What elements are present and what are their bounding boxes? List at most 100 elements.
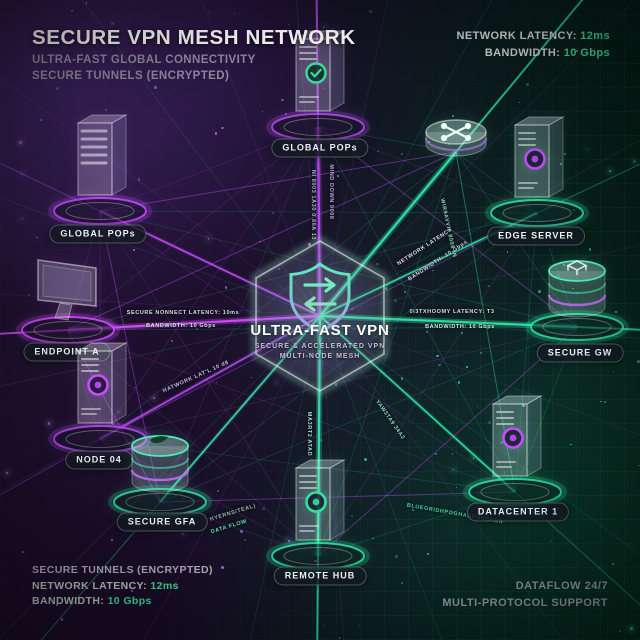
star-dot [451, 453, 453, 455]
star-dot [207, 237, 210, 240]
mesh-chord-line [99, 438, 319, 557]
hub-ray-line [81, 0, 321, 317]
status-ring-badge-icon [524, 148, 546, 170]
star-dot [427, 553, 430, 556]
star-dot [436, 355, 439, 358]
mesh-chord-line [159, 501, 319, 557]
star-dot [274, 27, 276, 29]
star-dot [535, 32, 538, 35]
star-dot [395, 555, 398, 558]
node-global-pops-left [40, 83, 160, 233]
stats-top-right: NETWORK LATENCY: 12ms BANDWIDTH: 10 Gbps [457, 28, 610, 62]
star-dot [131, 590, 134, 593]
star-dot [500, 441, 504, 444]
star-dot [133, 249, 136, 252]
star-dot [564, 152, 567, 155]
header-subtitle-2: SECURE TUNNELS (ENCRYPTED) [32, 70, 230, 83]
hub-ray-line [0, 315, 321, 493]
star-dot [466, 365, 469, 368]
node-remote-hub [258, 428, 378, 578]
hub-ray-line [319, 315, 640, 436]
node-label-global-pops-top: GLOBAL POPs [271, 138, 369, 158]
mesh-chord-line [99, 210, 319, 557]
server-vents-icon [81, 358, 99, 372]
star-dot [214, 132, 218, 135]
star-dot [638, 464, 640, 467]
hub-ray-line [0, 197, 321, 317]
mesh-chord-line [67, 329, 516, 493]
star-dot [537, 290, 541, 294]
star-dot [629, 626, 633, 630]
rack-slats-icon [80, 129, 108, 165]
star-dot [560, 162, 563, 165]
star-dot [371, 537, 374, 540]
star-dot [570, 443, 572, 446]
node-edge-server [477, 85, 597, 235]
node-label-secure-gw: SECURE GW [536, 343, 624, 363]
shield-sync-icon [289, 262, 351, 334]
star-dot [400, 581, 404, 585]
star-dot [395, 577, 398, 580]
star-dot [322, 26, 325, 29]
star-dot [401, 153, 404, 156]
hub-ray-line [319, 315, 640, 339]
star-dot [457, 380, 461, 384]
node-secure-gw [517, 199, 637, 349]
server-vents-icon [299, 475, 317, 489]
hub-ray-line [0, 293, 321, 317]
star-dot [632, 160, 636, 164]
star-dot [323, 88, 325, 90]
star-dot [452, 114, 455, 117]
star-dot [472, 457, 474, 459]
star-dot [137, 178, 140, 181]
star-dot [159, 564, 163, 567]
mesh-chord-line [99, 126, 319, 440]
line-label: 0I3TXHOOMY LATENCY: T3 [409, 309, 495, 315]
star-dot [21, 217, 23, 220]
mesh-chord-line [317, 126, 516, 493]
star-dot [234, 12, 236, 14]
stat-bandwidth: BANDWIDTH: 10 Gbps [32, 595, 152, 608]
star-dot [133, 386, 136, 389]
star-dot [615, 311, 617, 313]
hub-ray-line [0, 77, 321, 317]
star-dot [320, 439, 323, 442]
star-dot [56, 603, 59, 606]
spoke-ray-line [40, 501, 161, 640]
server-vents-icon [518, 132, 536, 146]
hub-title: ULTRA-FAST VPN [250, 322, 390, 339]
hub-ray-line [319, 315, 345, 640]
star-dot [110, 539, 113, 542]
node-label-endpoint-a: ENDPOINT A [23, 342, 111, 362]
star-dot [60, 618, 63, 621]
mesh-chord-line [159, 326, 578, 503]
server-tower-icon [513, 116, 565, 198]
header-subtitle-1: ULTRA-FAST GLOBAL CONNECTIVITY [32, 54, 256, 66]
hub-ray-line [296, 0, 321, 317]
star-dot [22, 551, 24, 554]
monitor-icon [37, 259, 97, 321]
mesh-chord-line [455, 151, 538, 214]
star-dot [287, 23, 289, 25]
star-dot [611, 562, 614, 565]
stat-latency: NETWORK LATENCY: 12ms [32, 579, 179, 592]
cylinder-stack-icon [130, 435, 190, 493]
star-dot [323, 624, 325, 626]
line-label: BANDWIDTH: 10 Gbps [425, 324, 495, 330]
star-dot [104, 109, 107, 112]
star-dot [153, 397, 155, 399]
star-dot [216, 490, 219, 492]
mesh-chord-line [99, 151, 457, 212]
node-platform [525, 310, 629, 344]
node-graphic [485, 116, 589, 230]
star-dot [377, 150, 379, 153]
rack-tower-icon [76, 114, 128, 196]
node-graphic [463, 395, 567, 509]
node-graphic [266, 459, 370, 573]
star-dot [272, 212, 274, 214]
hub-hexagon-graphic [228, 226, 412, 410]
node-label-secure-gfa: SECURE GFA [116, 512, 208, 532]
